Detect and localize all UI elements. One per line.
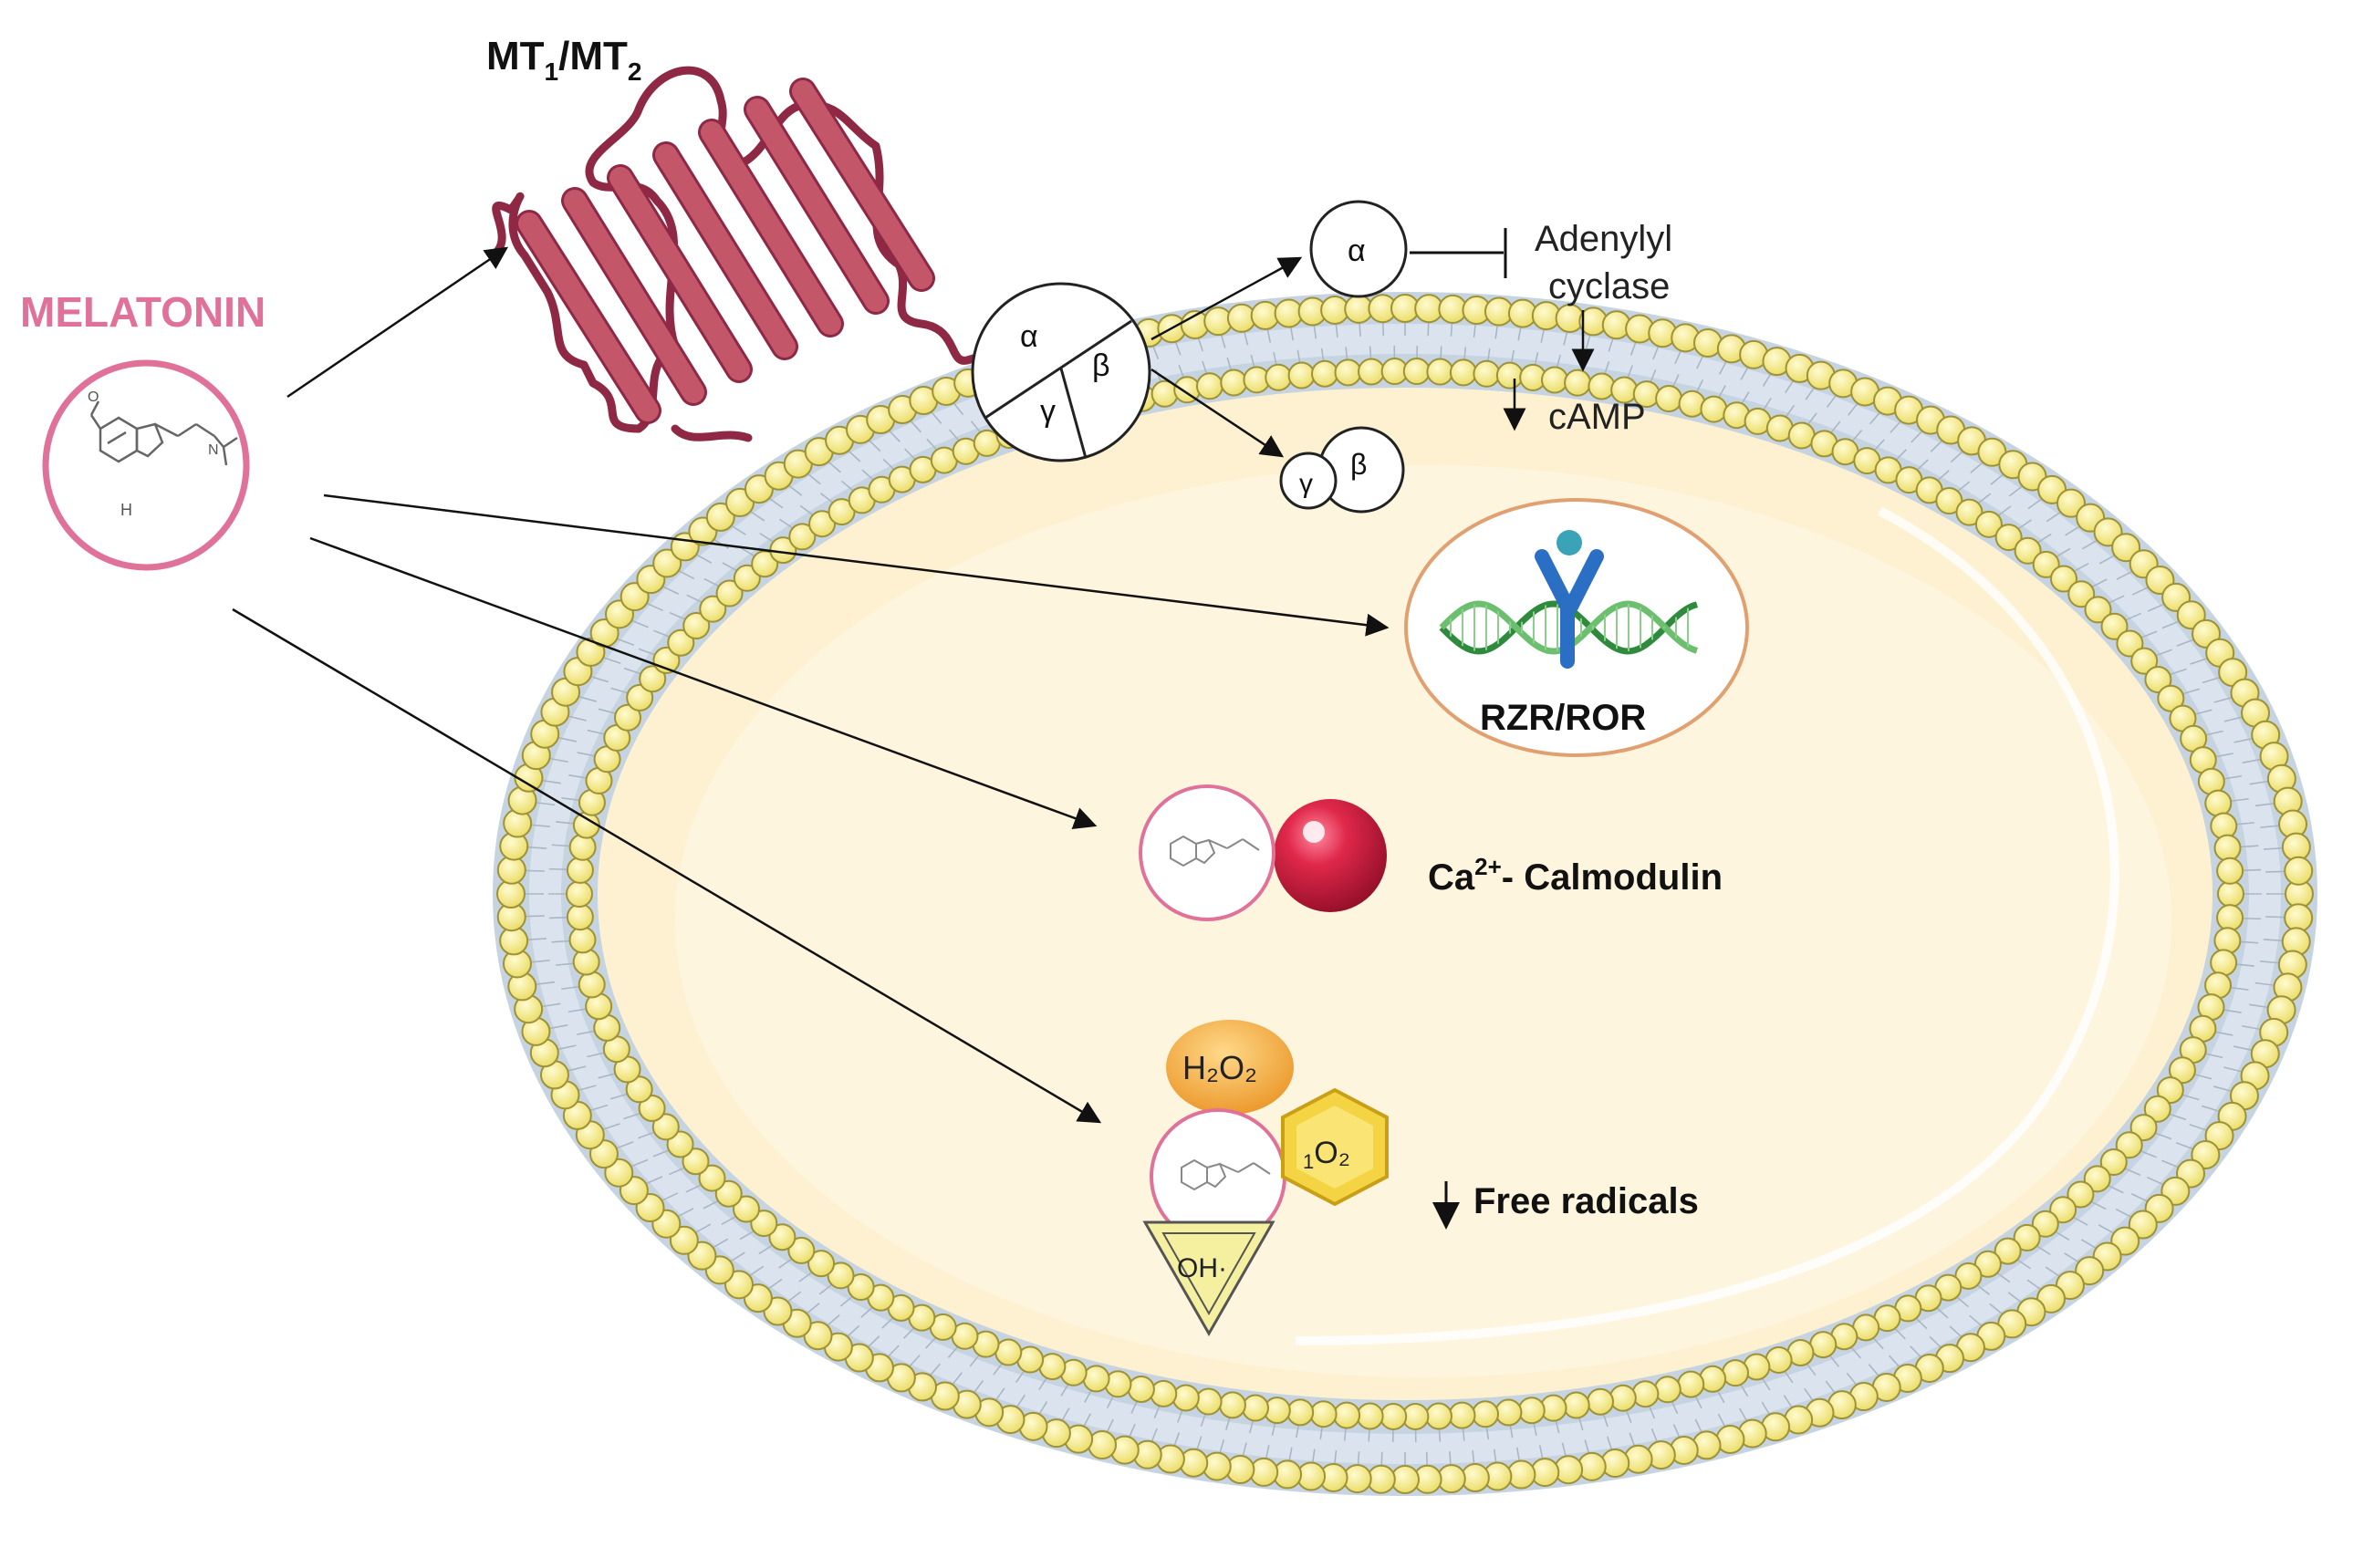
transmembrane-helix-fill xyxy=(564,190,704,403)
g-alpha-label: α xyxy=(1020,319,1038,354)
melatonin-arrows xyxy=(232,246,1390,1124)
g-beta-subunit-label: β xyxy=(1350,448,1367,481)
nuclear-receptor: RZR/ROR xyxy=(1404,498,1749,757)
arrow-to-rzr-ror xyxy=(323,493,1390,637)
receptor-y xyxy=(1535,549,1604,669)
svg-text:H: H xyxy=(120,501,132,519)
melatonin-circle xyxy=(42,359,250,571)
mt-receptor: MT1/MT2 xyxy=(486,34,1022,442)
svg-text:N: N xyxy=(208,442,219,458)
g-alpha-subunit-label: α xyxy=(1348,234,1366,268)
h2o2-ball xyxy=(1166,1020,1294,1115)
ligand-dot xyxy=(1557,530,1582,556)
free-radicals-label: Free radicals xyxy=(1473,1181,1699,1221)
g-alpha-subunit xyxy=(1309,200,1408,298)
camp-label: cAMP xyxy=(1548,397,1646,437)
singlet-oxygen-label: 1O₂ xyxy=(1303,1136,1350,1173)
calmodulin-label: Ca2+- Calmodulin xyxy=(1428,853,1723,898)
g-gamma-label: γ xyxy=(1040,394,1056,429)
cell xyxy=(493,292,2317,1496)
transmembrane-helix-fill xyxy=(518,213,659,421)
arrow-to-receptor xyxy=(286,246,509,399)
adenylyl-label: Adenylyl xyxy=(1535,219,1672,259)
h2o2-label: H₂O₂ xyxy=(1182,1049,1257,1086)
receptor-label: MT1/MT2 xyxy=(486,34,641,86)
arrow-to-calmodulin xyxy=(309,536,1098,829)
free-radicals: H₂O₂ 1O₂ OH· Free radicals xyxy=(1142,1020,1699,1337)
transmembrane-helix-fill xyxy=(792,80,932,289)
melatonin-structure xyxy=(89,400,238,466)
g-beta-label: β xyxy=(1092,348,1110,383)
transmembrane-helix-fill xyxy=(609,167,750,380)
melatonin: MELATONIN H N O xyxy=(20,288,265,571)
hydroxyl-triangle xyxy=(1142,1220,1275,1337)
g-gamma-subunit-label: γ xyxy=(1299,469,1313,499)
receptor-helices xyxy=(515,78,935,424)
calmodulin-ball xyxy=(1274,799,1387,912)
transmembrane-helix-fill xyxy=(746,99,887,312)
calmodulin: Ca2+- Calmodulin xyxy=(1139,784,1723,921)
arrow-to-free-radicals xyxy=(232,607,1102,1124)
melatonin-bound-calmodulin xyxy=(1139,784,1275,921)
g-gamma-subunit xyxy=(1279,452,1338,510)
hydroxyl-label: OH· xyxy=(1177,1253,1227,1283)
svg-text:O: O xyxy=(88,389,99,405)
melatonin-label: MELATONIN xyxy=(20,288,265,336)
lipid-heads-inner xyxy=(566,358,2244,1430)
g-protein: α β γ α β γ Adenylyl cyclase cAMP xyxy=(971,200,1672,514)
lipid-heads-outer xyxy=(496,294,2314,1494)
rzr-ror-label: RZR/ROR xyxy=(1480,698,1646,738)
rzr-ror-oval xyxy=(1404,498,1749,757)
transmembrane-helix-fill xyxy=(655,144,796,358)
cyclase-label: cyclase xyxy=(1548,266,1670,306)
transmembrane-helix-fill xyxy=(701,121,841,335)
